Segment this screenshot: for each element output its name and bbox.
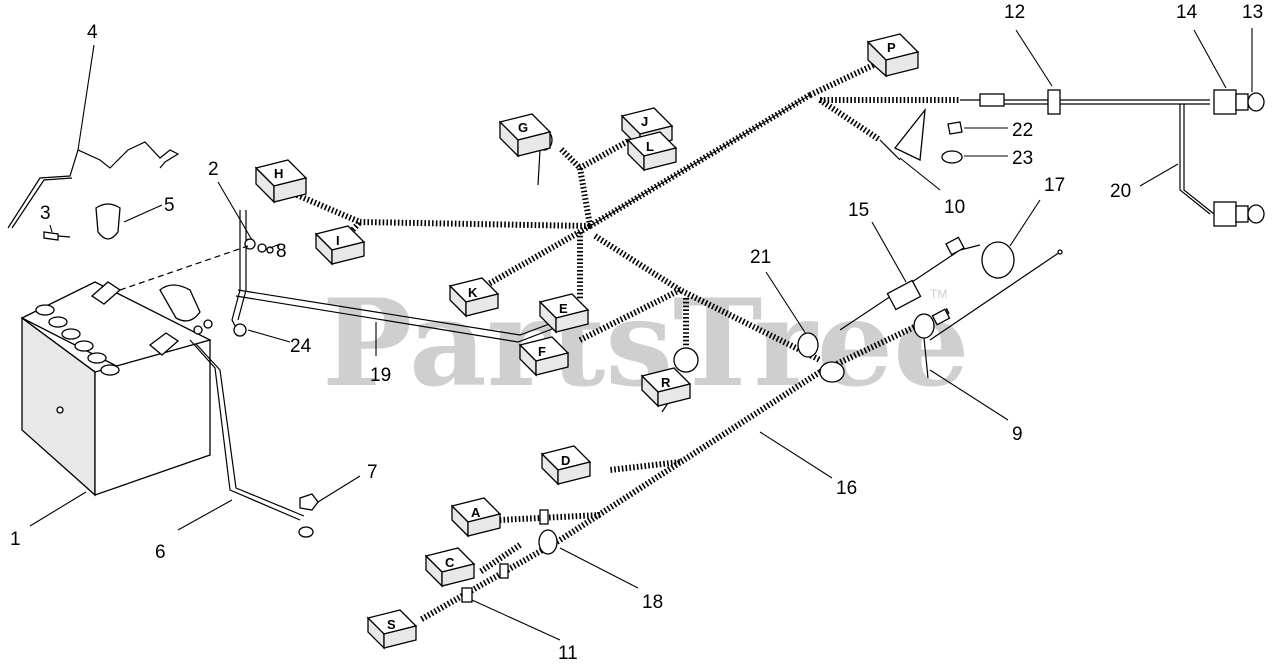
connector-C-letter: C bbox=[445, 555, 455, 570]
connector-A-letter: A bbox=[471, 505, 481, 520]
callout-13: 13 bbox=[1242, 2, 1263, 23]
connector-I-letter: I bbox=[336, 233, 340, 248]
washer[interactable] bbox=[941, 150, 963, 164]
battery-cells bbox=[35, 304, 120, 376]
connector-G[interactable]: G bbox=[498, 113, 552, 158]
battery-cable[interactable] bbox=[189, 339, 301, 521]
terminal-boot[interactable] bbox=[95, 203, 121, 240]
positive-boot[interactable] bbox=[159, 284, 201, 322]
connector-F[interactable]: F bbox=[518, 336, 570, 377]
connector-D-letter: D bbox=[561, 453, 570, 468]
connector-E-letter: E bbox=[559, 301, 568, 316]
callout-14: 14 bbox=[1176, 2, 1198, 23]
callout-9: 9 bbox=[1012, 424, 1023, 445]
cable-tie-loop[interactable] bbox=[981, 241, 1015, 279]
callout-22: 22 bbox=[1012, 120, 1033, 141]
main-harness[interactable] bbox=[288, 59, 960, 623]
callout-11: 11 bbox=[558, 643, 578, 664]
callout-12: 12 bbox=[1004, 2, 1025, 23]
headlight-upper[interactable] bbox=[1213, 89, 1265, 115]
callout-24: 24 bbox=[290, 336, 312, 357]
clip-lower[interactable] bbox=[461, 587, 473, 603]
connector-H-letter: H bbox=[274, 166, 283, 181]
connector-S[interactable]: S bbox=[366, 609, 418, 650]
connector-S-letter: S bbox=[387, 617, 396, 632]
connector-L-letter: L bbox=[646, 139, 654, 154]
callout-21: 21 bbox=[750, 247, 771, 268]
connector-I[interactable]: I bbox=[314, 225, 366, 266]
connector-R-letter: R bbox=[661, 375, 671, 390]
screw[interactable] bbox=[947, 121, 963, 135]
callout-8: 8 bbox=[276, 241, 287, 262]
callout-6: 6 bbox=[155, 542, 166, 563]
connector-K-letter: K bbox=[468, 285, 478, 300]
connector-L[interactable]: L bbox=[626, 131, 678, 172]
connector-G-letter: G bbox=[518, 120, 528, 135]
connector-D[interactable]: D bbox=[540, 445, 592, 486]
callout-3: 3 bbox=[40, 203, 51, 224]
cable-tie[interactable] bbox=[913, 313, 935, 339]
lead-connector[interactable] bbox=[979, 93, 1005, 107]
callout-15: 15 bbox=[848, 200, 869, 221]
connector-J-letter: J bbox=[641, 114, 648, 129]
callout-10: 10 bbox=[944, 197, 965, 218]
cable-ring-terminal bbox=[298, 526, 314, 538]
nut[interactable] bbox=[299, 493, 319, 511]
connector-F-letter: F bbox=[538, 344, 546, 359]
harness-junction bbox=[819, 361, 845, 383]
lead-wire[interactable] bbox=[839, 244, 981, 331]
callout-1: 1 bbox=[10, 529, 21, 550]
grommet-lower[interactable] bbox=[538, 529, 558, 555]
ground-terminal[interactable] bbox=[893, 107, 926, 161]
bolt[interactable] bbox=[43, 231, 71, 241]
harness-clip[interactable] bbox=[1047, 89, 1061, 115]
battery[interactable] bbox=[20, 281, 212, 497]
grommet-upper[interactable] bbox=[797, 332, 819, 358]
callout-5: 5 bbox=[164, 195, 175, 216]
hold-down-rod[interactable] bbox=[7, 141, 180, 229]
connector-C[interactable]: C bbox=[424, 547, 476, 588]
connector-A[interactable]: A bbox=[450, 497, 502, 538]
callout-17: 17 bbox=[1044, 175, 1065, 196]
watermark-tm: TM bbox=[930, 287, 947, 301]
screw-washer[interactable] bbox=[244, 238, 274, 254]
callout-2: 2 bbox=[208, 159, 219, 180]
callout-23: 23 bbox=[1012, 148, 1033, 169]
headlight-lower[interactable] bbox=[1213, 201, 1265, 227]
callout-20: 20 bbox=[1110, 181, 1131, 202]
inline-connector[interactable] bbox=[886, 279, 922, 311]
callout-18: 18 bbox=[642, 592, 663, 613]
callouts: 4 5 3 2 8 24 19 1 6 7 9 10 11 12 13 14 1… bbox=[10, 2, 1263, 664]
connector-R[interactable]: R bbox=[640, 367, 692, 408]
connector-P[interactable]: P bbox=[866, 33, 920, 78]
callout-19: 19 bbox=[370, 365, 391, 386]
connector-E[interactable]: E bbox=[538, 293, 590, 334]
connector-P-letter: P bbox=[887, 40, 896, 55]
connector-K[interactable]: K bbox=[448, 277, 500, 318]
callout-16: 16 bbox=[836, 478, 857, 499]
strap-ring bbox=[233, 323, 247, 337]
connector-H[interactable]: H bbox=[254, 159, 308, 204]
ground-strap[interactable] bbox=[237, 289, 561, 336]
clip-middle[interactable] bbox=[539, 509, 549, 525]
callout-7: 7 bbox=[367, 462, 378, 483]
leader-lines bbox=[29, 28, 1253, 641]
callout-4: 4 bbox=[87, 22, 98, 43]
battery-terminal-pos bbox=[148, 332, 180, 356]
